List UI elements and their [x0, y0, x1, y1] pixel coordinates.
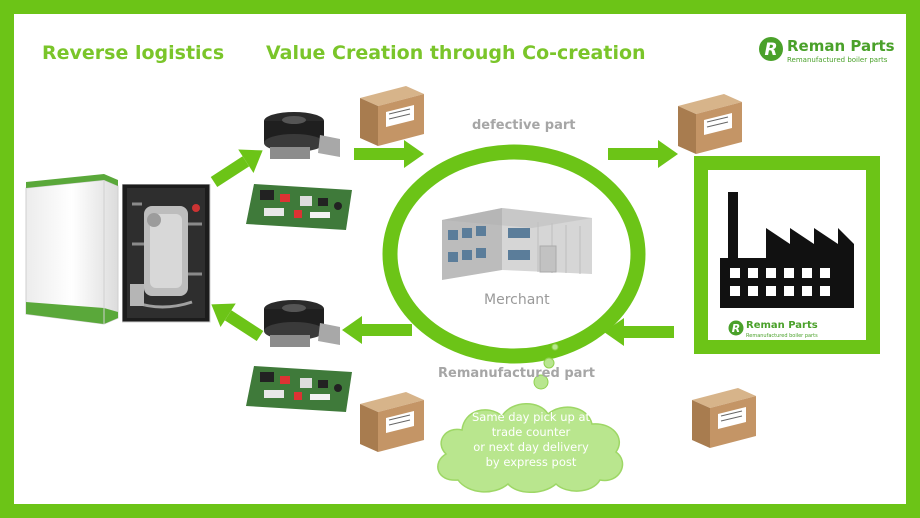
cloud-line-3: or next day delivery	[473, 440, 589, 454]
fan-icon	[264, 112, 340, 159]
circuit-board-icon	[246, 184, 352, 230]
defective-part-label: defective part	[472, 118, 576, 133]
reman-logo-icon: R	[759, 37, 783, 61]
boiler-open-icon	[122, 184, 211, 323]
svg-text:R: R	[732, 322, 740, 335]
title-reverse-logistics: Reverse logistics	[42, 42, 225, 64]
cloud-line-1: Same day pick up at	[471, 410, 591, 424]
parcel-box-icon-2	[678, 94, 742, 154]
arrow-icon-boiler-to-parts	[210, 149, 263, 188]
arrow-icon-parts-to-merchant	[354, 140, 424, 168]
cloud-line-2: trade counter	[491, 425, 571, 439]
reman-parts-logo: R Reman Parts Remanufactured boiler part…	[758, 34, 906, 74]
parcel-box-icon-3	[360, 392, 424, 452]
arrow-icon-parts-to-boiler	[211, 303, 264, 342]
factory-icon	[720, 192, 854, 308]
merchant-ring	[382, 144, 646, 364]
reman-logo-icon-small: R	[728, 320, 744, 336]
circuit-board-icon-remanufactured	[246, 366, 352, 412]
factory-panel: R Reman Parts Remanufactured boiler part…	[694, 156, 880, 354]
merchant-label: Merchant	[484, 292, 550, 308]
svg-text:R: R	[764, 40, 777, 60]
factory-logo-name: Reman Parts	[746, 320, 818, 331]
remanufactured-part-label: Remanufactured part	[438, 366, 596, 381]
arrow-icon-factory-to-merchant	[604, 318, 674, 346]
delivery-cloud: Same day pick up at trade counter or nex…	[430, 392, 632, 496]
parcel-box-icon-1	[360, 86, 424, 146]
flow-arrows	[210, 140, 678, 390]
arrow-icon-merchant-to-parts	[342, 316, 412, 344]
parcel-box-icon-4	[692, 388, 756, 448]
factory-logo-tagline: Remanufactured boiler parts	[746, 333, 818, 339]
arrow-icon-merchant-to-factory	[608, 140, 678, 168]
title-value-creation: Value Creation through Co-creation	[266, 42, 646, 64]
logo-name: Reman Parts	[787, 37, 895, 55]
cloud-icon	[437, 403, 624, 493]
boiler-icon	[25, 174, 119, 325]
cloud-line-4: by express post	[485, 455, 577, 469]
warehouse-icon	[442, 208, 592, 280]
logo-tagline: Remanufactured boiler parts	[787, 56, 888, 64]
fan-icon-remanufactured	[264, 300, 340, 347]
